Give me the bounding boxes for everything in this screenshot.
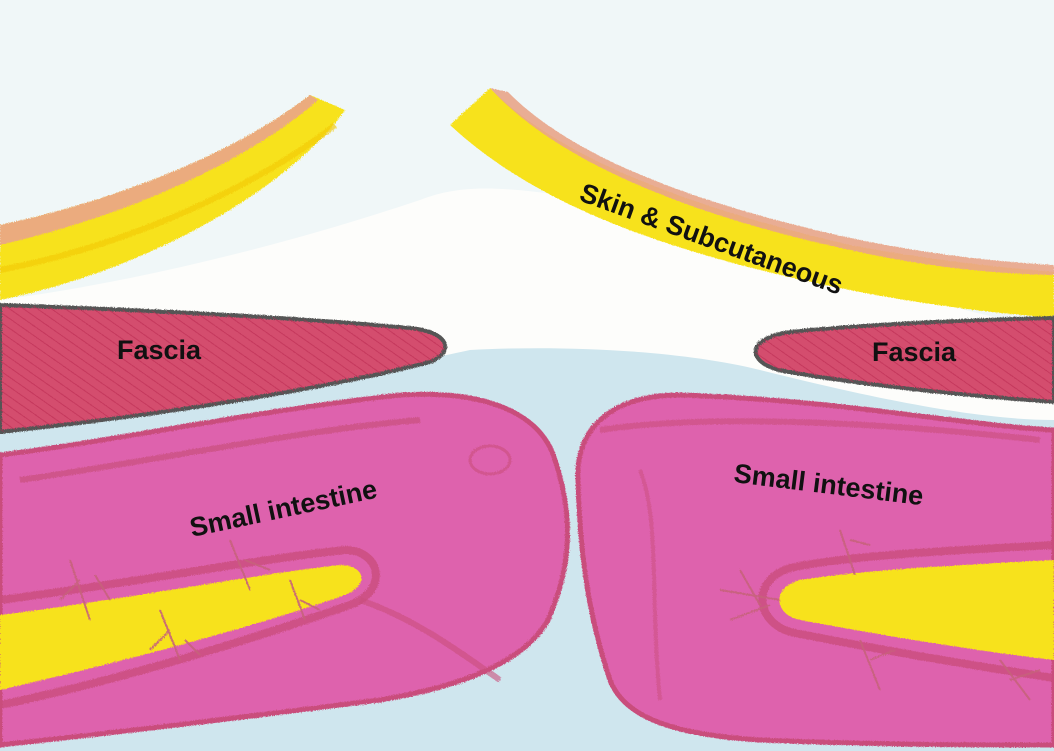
label-fascia-right: Fascia (872, 337, 957, 367)
small-intestine-right (578, 395, 1054, 745)
label-fascia-left: Fascia (117, 335, 202, 365)
